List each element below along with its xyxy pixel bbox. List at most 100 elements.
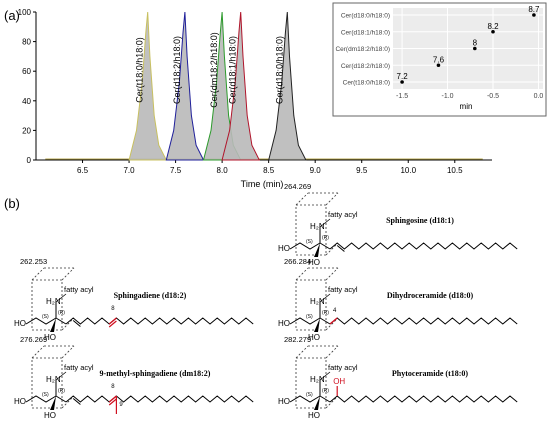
atom-ho-left: HO	[14, 319, 26, 328]
atom-h2n: H₂N	[310, 297, 325, 306]
atom-ho-left: HO	[278, 244, 290, 253]
chrom-x-label: Time (min)	[241, 179, 284, 189]
alkyl-chain	[329, 395, 518, 403]
inset-point-label: 8.2	[487, 22, 499, 31]
atom-ho-bottom: HO	[44, 411, 56, 420]
atom-h2n: H₂N	[46, 297, 61, 306]
stereo-s: (S)	[306, 314, 313, 320]
chrom-peak	[221, 11, 261, 161]
structure-mass: 262.253	[20, 257, 47, 266]
stereo-r: (R)	[322, 310, 329, 316]
atom-ho-left: HO	[14, 397, 26, 406]
stereo-r: (R)	[58, 388, 65, 394]
chrom-x-tick-label: 9.5	[356, 166, 368, 175]
structure-name: Phytoceramide (t18:0)	[392, 369, 469, 378]
inset-category-label: Cer(d18:2/h18:0)	[341, 63, 390, 70]
chrom-y-tick-label: 60	[22, 67, 31, 76]
chrom-y-tick-label: 100	[18, 8, 32, 17]
chrom-x-tick-label: 10.0	[400, 166, 416, 175]
chrom-y-tick-label: 0	[27, 156, 32, 165]
structure-mass: 266.284	[284, 257, 311, 266]
inset-point	[400, 80, 404, 84]
highlight-double-bond	[108, 320, 117, 328]
stereo-r: (R)	[322, 235, 329, 241]
fatty-acyl-label: fatty acyl	[64, 285, 94, 294]
atom-ho-bottom: HO	[308, 258, 320, 267]
atom-ho-bottom: HO	[44, 333, 56, 342]
structure-name: Dihydroceramide (d18:0)	[387, 291, 474, 300]
chrom-y-tick-label: 40	[22, 97, 31, 106]
atom-ho-left: HO	[278, 319, 290, 328]
chrom-y-tick-label: 80	[22, 38, 31, 47]
stereo-r: (R)	[58, 310, 65, 316]
position-marker: 8	[111, 306, 115, 312]
stereo-s: (S)	[306, 392, 313, 398]
structure-mass: 264.269	[284, 182, 311, 191]
hydroxyl-label: OH	[333, 377, 345, 386]
panel-a-label: (a)	[4, 8, 20, 23]
structure-name: Sphingadiene (d18:2)	[114, 291, 187, 300]
inset-x-tick-label: -1.5	[396, 93, 408, 100]
chrom-x-tick-label: 9.0	[310, 166, 322, 175]
structure-name: Sphingosine (d18:1)	[386, 216, 454, 225]
atom-ho-left: HO	[278, 397, 290, 406]
inset-category-label: Cer(t18:0/h18:0)	[343, 80, 390, 87]
chrom-x-tick-label: 6.5	[77, 166, 89, 175]
stereo-r: (R)	[322, 388, 329, 394]
highlight-double-bond	[108, 398, 117, 406]
panel-b-label: (b)	[4, 196, 20, 211]
inset-point-label: 7.6	[433, 55, 445, 64]
chrom-peak-label: Cer(d18:1/h18:0)	[228, 36, 238, 104]
double-bond	[336, 245, 345, 252]
position-marker: 8	[111, 384, 115, 390]
alkyl-chain	[329, 317, 518, 325]
position-marker: 9	[119, 402, 123, 408]
structure-name: 9-methyl-sphingadiene (dm18:2)	[100, 369, 211, 378]
inset-point	[532, 13, 536, 17]
chrom-peak	[165, 11, 205, 161]
fatty-acyl-label: fatty acyl	[328, 285, 358, 294]
stereo-s: (S)	[306, 239, 313, 245]
chrom-x-tick-label: 7.0	[123, 166, 135, 175]
alkyl-chain	[65, 317, 254, 325]
inset-point-label: 7.2	[397, 72, 409, 81]
atom-h2n: H₂N	[310, 222, 325, 231]
chrom-peak-label: Cer(d18:2/h18:0)	[172, 36, 182, 104]
inset-point-label: 8.7	[528, 5, 540, 14]
chrom-peak	[268, 11, 307, 161]
inset-x-tick-label: -1.0	[442, 93, 454, 100]
chrom-x-tick-label: 8.5	[263, 166, 275, 175]
inset-point	[473, 46, 477, 51]
chrom-x-tick-label: 7.5	[170, 166, 182, 175]
highlight-bond	[329, 317, 338, 325]
stereo-s: (S)	[42, 314, 49, 320]
fatty-acyl-label: fatty acyl	[328, 363, 358, 372]
inset-x-tick-label: 0.0	[534, 93, 544, 100]
atom-ho-bottom: HO	[308, 411, 320, 420]
stereo-s: (S)	[42, 392, 49, 398]
highlight-bond	[108, 395, 117, 403]
inset-category-label: Cer(d18:0/h18:0)	[341, 13, 390, 20]
position-marker: 4	[333, 308, 337, 314]
alkyl-chain	[329, 242, 518, 250]
inset-point	[491, 29, 495, 34]
chrom-peak	[128, 11, 168, 161]
atom-ho-bottom: HO	[308, 333, 320, 342]
highlight-bond	[108, 317, 117, 325]
chrom-peak-label: Cer(d18:0/h18:0)	[274, 36, 284, 104]
atom-h2n: H₂N	[46, 375, 61, 384]
inset-point-label: 8	[473, 39, 478, 48]
inset-point	[436, 63, 441, 68]
chrom-peak-label: Cer(t18:0/h18:0)	[135, 37, 145, 103]
fatty-acyl-label: fatty acyl	[328, 210, 358, 219]
inset-x-tick-label: -0.5	[487, 93, 499, 100]
chrom-y-tick-label: 20	[22, 126, 31, 135]
double-bond	[72, 398, 81, 405]
retention-inset: Cer(d18:0/h18:0)Cer(d18:1/h18:0)Cer(dm18…	[332, 2, 547, 117]
